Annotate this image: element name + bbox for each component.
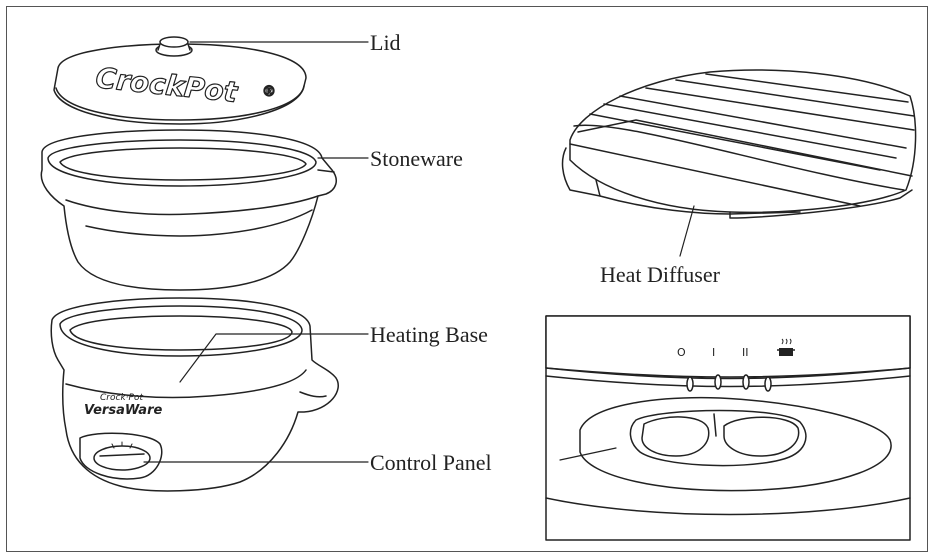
lid-label: Lid bbox=[370, 30, 401, 55]
diagram-frame bbox=[6, 6, 928, 552]
lid-illustration: CrockPot ® bbox=[53, 36, 307, 125]
control-panel-detail bbox=[545, 315, 911, 541]
stoneware-illustration bbox=[40, 129, 337, 291]
heating-base-illustration: Crock·Pot VersaWare bbox=[50, 297, 339, 492]
warm-pot-icon bbox=[777, 338, 795, 356]
heating-base-label: Heating Base bbox=[370, 322, 488, 347]
lid-logo-mark: ® bbox=[262, 84, 276, 100]
leader-lines bbox=[143, 41, 695, 463]
setting-low-label: I bbox=[712, 346, 715, 359]
stoneware-label: Stoneware bbox=[370, 146, 463, 171]
heat-diffuser-illustration bbox=[561, 69, 917, 219]
control-panel-label: Control Panel bbox=[370, 450, 492, 475]
setting-high-label: II bbox=[742, 346, 749, 359]
heat-diffuser-label: Heat Diffuser bbox=[600, 262, 721, 287]
base-logo-top: Crock·Pot bbox=[100, 393, 143, 403]
setting-off-label: O bbox=[677, 346, 686, 359]
base-logo-bottom: VersaWare bbox=[84, 403, 162, 418]
